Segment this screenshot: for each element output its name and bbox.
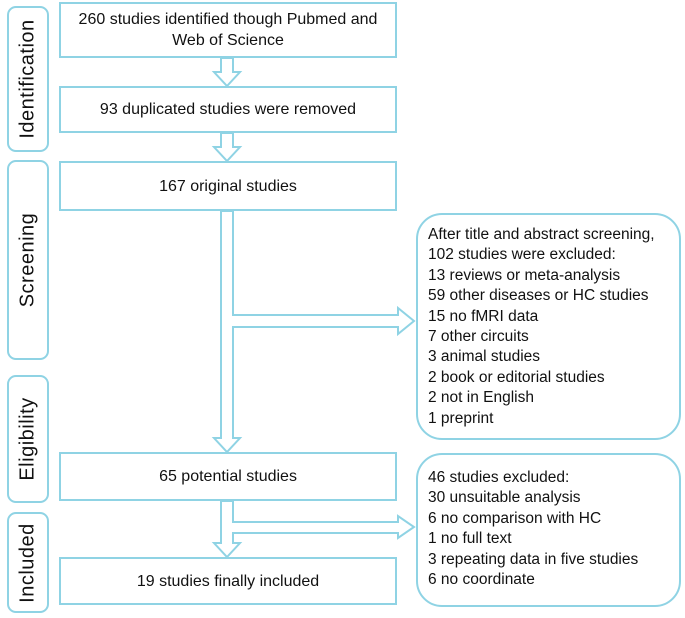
arrow-down-3-with-branch bbox=[211, 210, 416, 454]
identified-line-2: Web of Science bbox=[172, 32, 284, 49]
original-text: 167 original studies bbox=[159, 177, 297, 195]
stage-included: Included bbox=[7, 512, 49, 613]
screening-exclusions-box: After title and abstract screening, 102 … bbox=[416, 213, 681, 440]
screening-exclusion-line: 15 no fMRI data bbox=[428, 307, 539, 325]
eligibility-exclusion-line: 30 unsuitable analysis bbox=[428, 489, 581, 507]
screening-exclusion-line: 1 preprint bbox=[428, 409, 494, 427]
screening-exclusion-line: 7 other circuits bbox=[428, 328, 529, 346]
duplicates-text: 93 duplicated studies were removed bbox=[99, 101, 357, 118]
identified-line-1: 260 studies identified though Pubmed and bbox=[78, 11, 378, 28]
potential-box: 65 potential studies bbox=[59, 452, 397, 501]
stage-eligibility-label: Eligibility bbox=[16, 397, 39, 481]
arrow-down-4-with-branch bbox=[211, 500, 416, 559]
screening-exclusion-line: 3 animal studies bbox=[428, 348, 541, 366]
potential-text: 65 potential studies bbox=[159, 468, 297, 485]
eligibility-exclusions-box: 46 studies excluded: 30 unsuitable analy… bbox=[416, 453, 681, 607]
eligibility-exclusion-line: 46 studies excluded: bbox=[428, 469, 570, 486]
eligibility-exclusion-line: 6 no coordinate bbox=[428, 571, 535, 589]
identified-box: 260 studies identified though Pubmed and… bbox=[59, 2, 397, 58]
eligibility-exclusion-line: 6 no comparison with HC bbox=[428, 509, 602, 527]
stage-identification-label: Identification bbox=[16, 19, 39, 139]
screening-exclusion-line: After title and abstract screening, bbox=[428, 226, 655, 243]
screening-exclusion-line: 2 not in English bbox=[428, 389, 534, 407]
eligibility-exclusion-line: 1 no full text bbox=[428, 530, 512, 548]
eligibility-exclusion-line: 3 repeating data in five studies bbox=[428, 550, 639, 568]
included-box: 19 studies finally included bbox=[59, 557, 397, 605]
stage-screening-label: Screening bbox=[16, 212, 39, 308]
included-text: 19 studies finally included bbox=[136, 572, 320, 590]
screening-exclusion-line: 102 studies were excluded: bbox=[428, 246, 616, 264]
duplicates-box: 93 duplicated studies were removed bbox=[59, 86, 397, 133]
screening-exclusion-line: 59 other diseases or HC studies bbox=[428, 287, 649, 305]
arrow-down-1 bbox=[211, 57, 243, 88]
screening-exclusion-line: 2 book or editorial studies bbox=[428, 368, 605, 386]
stage-included-label: Included bbox=[16, 522, 39, 603]
screening-exclusion-line: 13 reviews or meta-analysis bbox=[428, 266, 621, 284]
arrow-down-2 bbox=[211, 132, 243, 163]
original-box: 167 original studies bbox=[59, 161, 397, 211]
stage-identification: Identification bbox=[7, 6, 49, 152]
stage-eligibility: Eligibility bbox=[7, 375, 49, 503]
stage-screening: Screening bbox=[7, 160, 49, 360]
